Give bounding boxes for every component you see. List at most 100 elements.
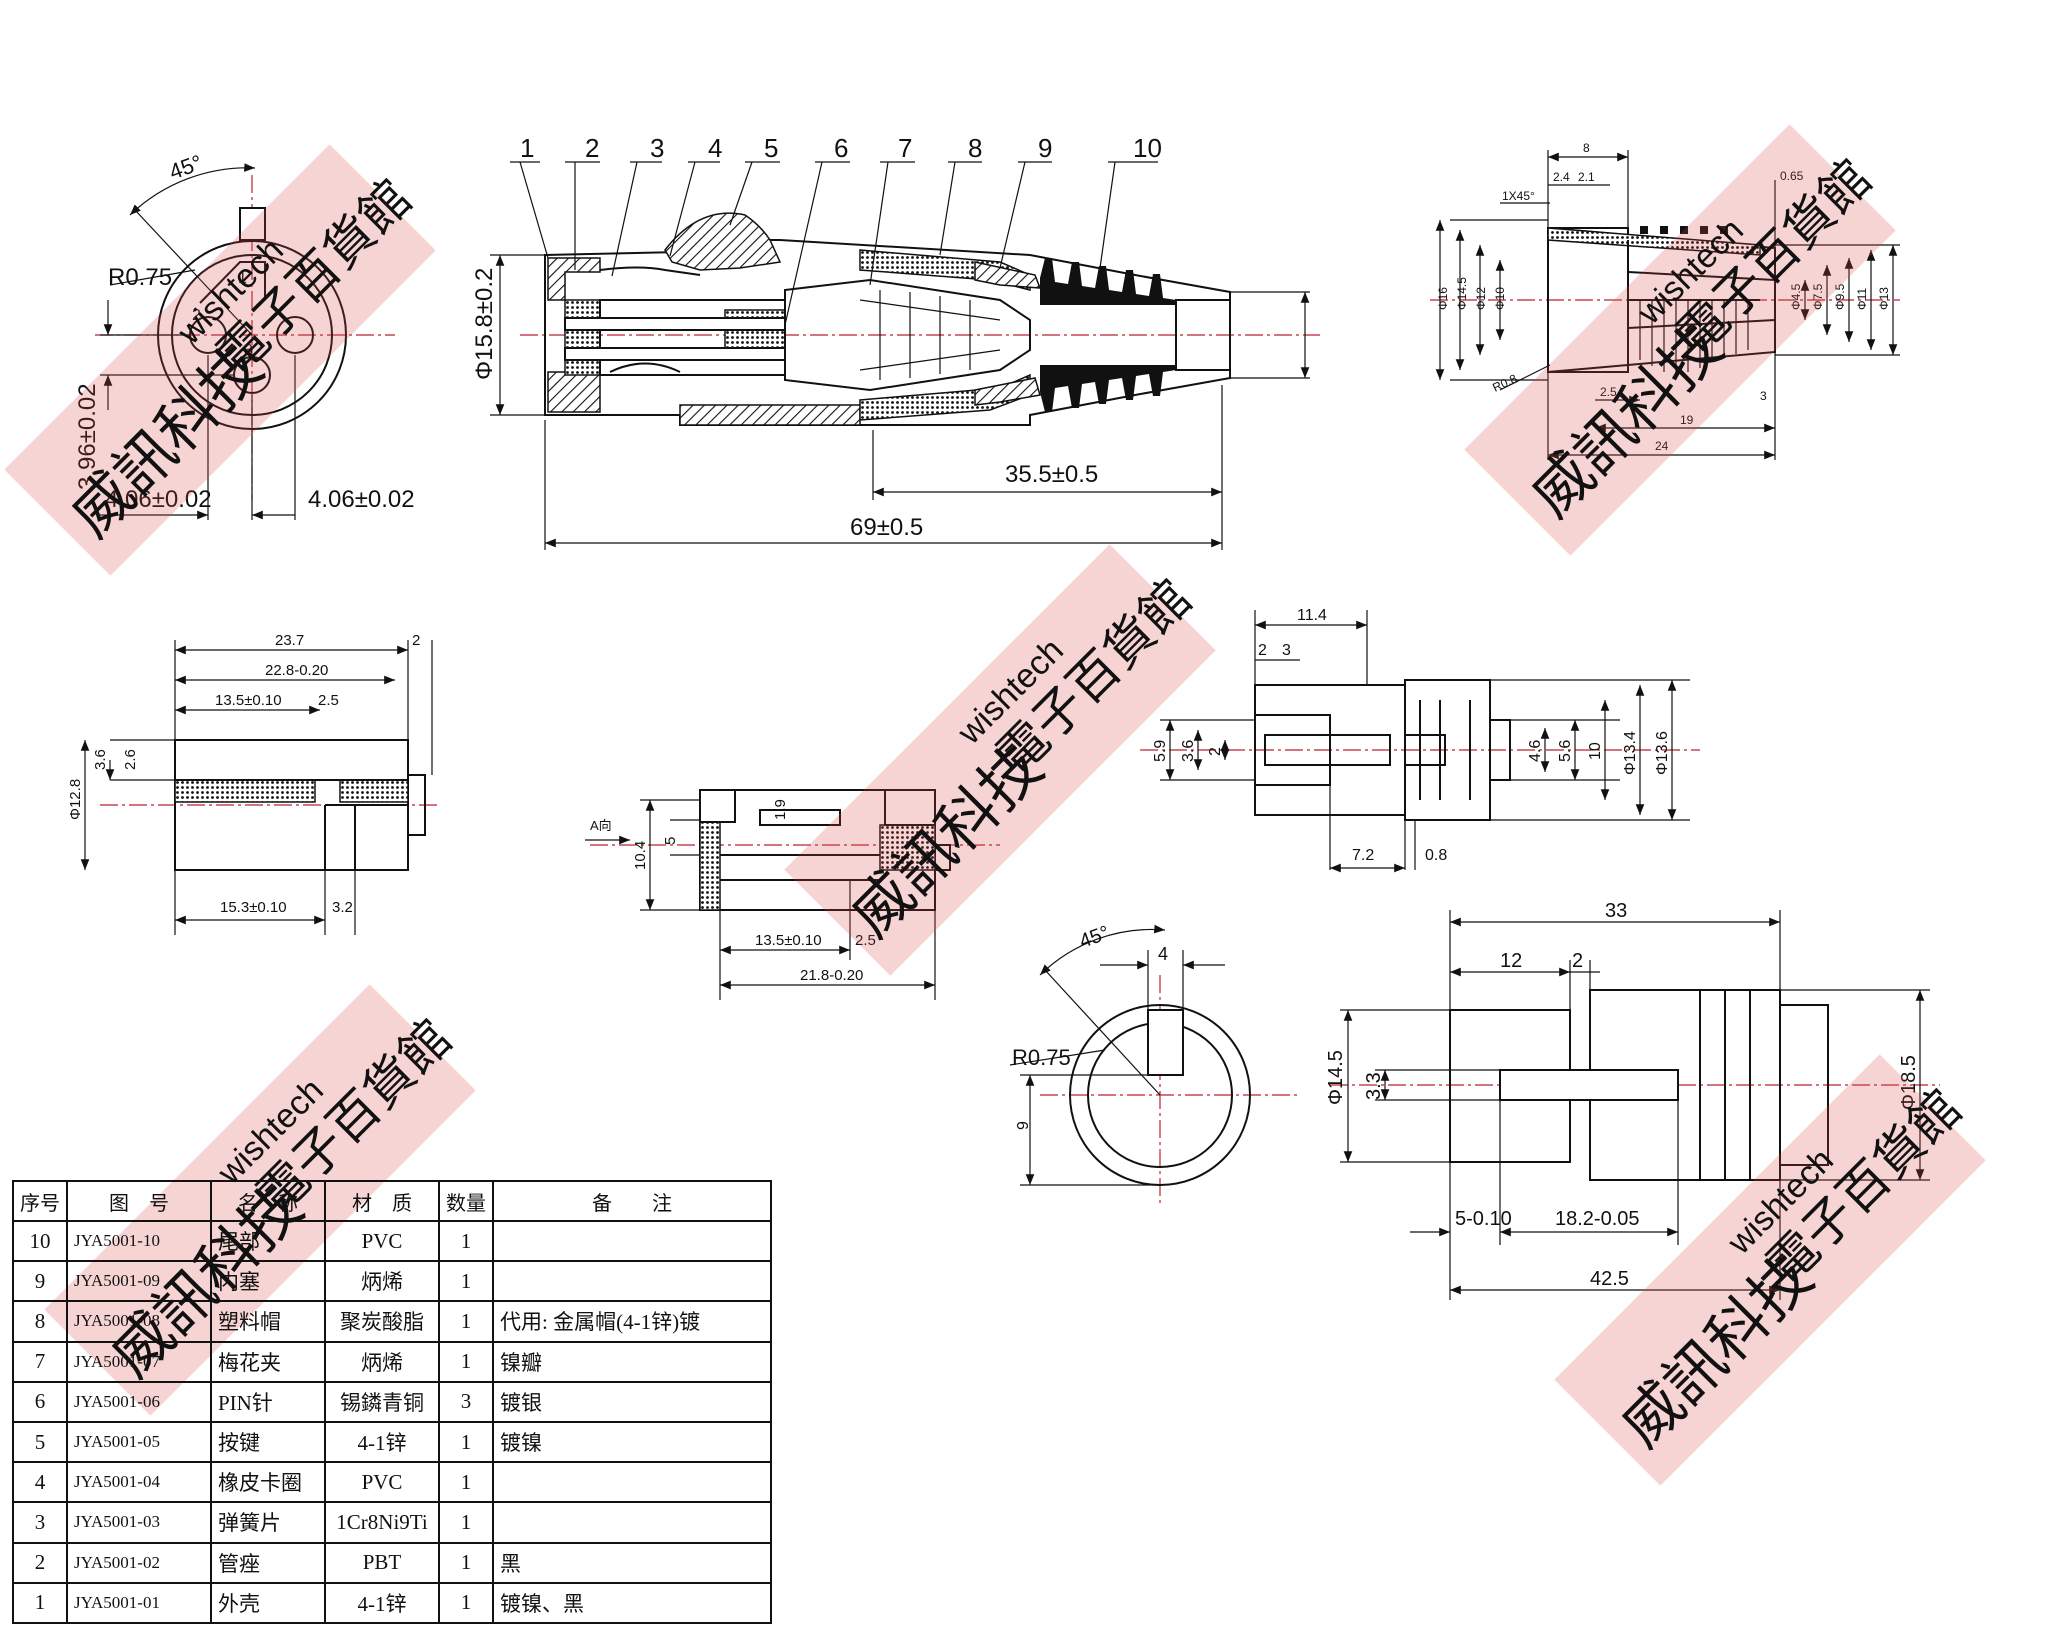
plug-dim-5.6: 5.6 (1557, 740, 1574, 762)
tail-dim-r0.8: R0.8 (1490, 371, 1519, 395)
pin-dim-13.5: 13.5±0.10 (755, 932, 822, 949)
ring-angle-label: 45° (1076, 922, 1112, 953)
plug-dim-2b: 2 (1207, 747, 1224, 756)
balloon-4: 4 (708, 133, 722, 163)
cell-name: 按键 (210, 1420, 326, 1464)
tail-dim-2.4: 2.4 (1553, 170, 1570, 184)
shell-dim-d14.5: Φ14.5 (1325, 1050, 1347, 1105)
insert-dim-2.6: 2.6 (122, 749, 139, 770)
tail-view: 8 2.4 2.1 0.65 1X45° Φ16 Φ14.5 Φ12 Φ10 R… (1430, 141, 1900, 460)
cell-note (492, 1501, 772, 1544)
cell-code: JYA5001-06 (66, 1380, 212, 1423)
cell-material: 锡鏻青铜 (324, 1380, 440, 1423)
face-dim-vertical: 3.96±0.02 (74, 383, 101, 490)
cell-qty: 1 (438, 1461, 494, 1504)
cell-material: PVC (324, 1461, 440, 1504)
cell-material: 炳烯 (324, 1340, 440, 1383)
cell-code: JYA5001-02 (66, 1541, 212, 1584)
tail-dim-d16: Φ16 (1436, 287, 1450, 310)
cell-code: JYA5001-08 (66, 1300, 212, 1343)
shell-dim-18.2: 18.2-0.05 (1555, 1208, 1640, 1230)
tail-dim-d14.5: Φ14.5 (1455, 277, 1469, 310)
tail-dim-2.5: 2.5 (1600, 385, 1617, 399)
tail-dim-d11: Φ11 (1855, 288, 1869, 310)
tail-dim-d9.5: Φ9.5 (1833, 283, 1847, 310)
face-angle-label: 45° (166, 150, 206, 185)
insert-dim-3.2: 3.2 (332, 899, 353, 916)
insert-dim-13.5: 13.5±0.10 (215, 692, 282, 709)
tail-dim-d12: Φ12 (1474, 287, 1488, 310)
tail-dim-8: 8 (1583, 141, 1590, 155)
cell-code: JYA5001-10 (66, 1219, 212, 1263)
cell-note (492, 1260, 772, 1303)
balloon-7: 7 (898, 133, 912, 163)
balloon-2: 2 (585, 133, 599, 163)
plug-dim-3.6: 3.6 (1180, 740, 1197, 762)
cell-note (492, 1219, 772, 1263)
pin-dim-21.8: 21.8-0.20 (800, 967, 863, 984)
cell-material: PBT (324, 1541, 440, 1584)
pin-dim-5: 5 (662, 837, 679, 845)
insert-dim-15.3: 15.3±0.10 (220, 899, 287, 916)
tail-dim-chamfer: 1X45° (1502, 189, 1535, 203)
plug-dim-7.2: 7.2 (1352, 847, 1374, 864)
plug-dim-5.9: 5.9 (1152, 740, 1169, 762)
pin-label-3: 3 (244, 342, 253, 359)
ring-dim-side: 9 (1015, 1121, 1032, 1130)
cell-note: 黑 (492, 1541, 772, 1584)
insert-dim-2.5: 2.5 (318, 692, 339, 709)
cell-no: 7 (12, 1340, 68, 1383)
cell-qty: 1 (438, 1260, 494, 1303)
balloon-3: 3 (650, 133, 664, 163)
cell-name: 弹簧片 (210, 1501, 326, 1544)
cell-name: 橡皮卡圈 (210, 1461, 326, 1504)
ring-view: 4 45° R0.75 9 (1009, 922, 1300, 1205)
col-header-name: 名 称 (210, 1180, 326, 1222)
insert-body-view: 23.7 2 22.8-0.20 13.5±0.10 2.5 3.6 2.6 Φ… (67, 632, 440, 935)
cell-qty: 1 (438, 1340, 494, 1383)
cell-qty: 1 (438, 1541, 494, 1584)
face-dim-right: 4.06±0.02 (308, 486, 415, 513)
cell-note: 代用: 金属帽(4-1锌)镀 (492, 1300, 772, 1343)
part-balloons: 1 2 3 4 5 6 7 8 9 10 (510, 133, 1162, 326)
balloon-1: 1 (520, 133, 534, 163)
watermark-stamp: wishtech 威訊科技 電子百貨館 (1464, 124, 1896, 556)
cell-qty: 1 (438, 1501, 494, 1544)
tail-dim-2.1: 2.1 (1578, 170, 1595, 184)
shell-dim-2: 2 (1572, 950, 1583, 972)
plug-dim-0.8: 0.8 (1425, 847, 1447, 864)
cell-qty: 1 (438, 1219, 494, 1263)
plug-dim-d13.6: Φ13.6 (1654, 731, 1671, 775)
col-header-qty: 数量 (438, 1180, 494, 1222)
cell-qty: 1 (438, 1581, 494, 1625)
cell-material: 4-1锌 (324, 1420, 440, 1464)
plug-dim-2: 2 (1258, 642, 1267, 659)
tail-dim-d13: Φ13 (1877, 287, 1891, 310)
face-radius-label: R0.75 (108, 264, 172, 291)
cell-code: JYA5001-09 (66, 1260, 212, 1303)
pin-label-1: 1 (238, 270, 247, 287)
cell-material: 1Cr8Ni9Ti (324, 1501, 440, 1544)
face-view: 45° R0.75 1 2 3 3.96±0.02 4.06±0.02 4.06… (74, 150, 415, 520)
plug-dim-10: 10 (1587, 742, 1604, 760)
shell-dim-42.5: 42.5 (1590, 1268, 1629, 1290)
cell-no: 3 (12, 1501, 68, 1544)
cell-name: 尾部 (210, 1219, 326, 1263)
cell-code: JYA5001-04 (66, 1461, 212, 1504)
pin-dim-2.5: 2.5 (855, 932, 876, 949)
ring-dim-top: 4 (1158, 944, 1168, 964)
clamp-plug-view: 11.4 2 3 5.9 3.6 2 4.6 5.6 10 Φ13.4 Φ13.… (1140, 607, 1700, 873)
cell-name: PIN针 (210, 1380, 326, 1423)
cell-no: 8 (12, 1300, 68, 1343)
cell-name: 内塞 (210, 1260, 326, 1303)
insert-arrow-label: A向 (590, 818, 612, 833)
insert-dim-3.6: 3.6 (92, 749, 109, 770)
plug-dim-11.4: 11.4 (1297, 607, 1327, 624)
cell-code: JYA5001-07 (66, 1340, 212, 1383)
table-header-row: 序号 图 号 名 称 材 质 数量 备 注 (12, 1180, 772, 1222)
col-header-material: 材 质 (324, 1180, 440, 1222)
